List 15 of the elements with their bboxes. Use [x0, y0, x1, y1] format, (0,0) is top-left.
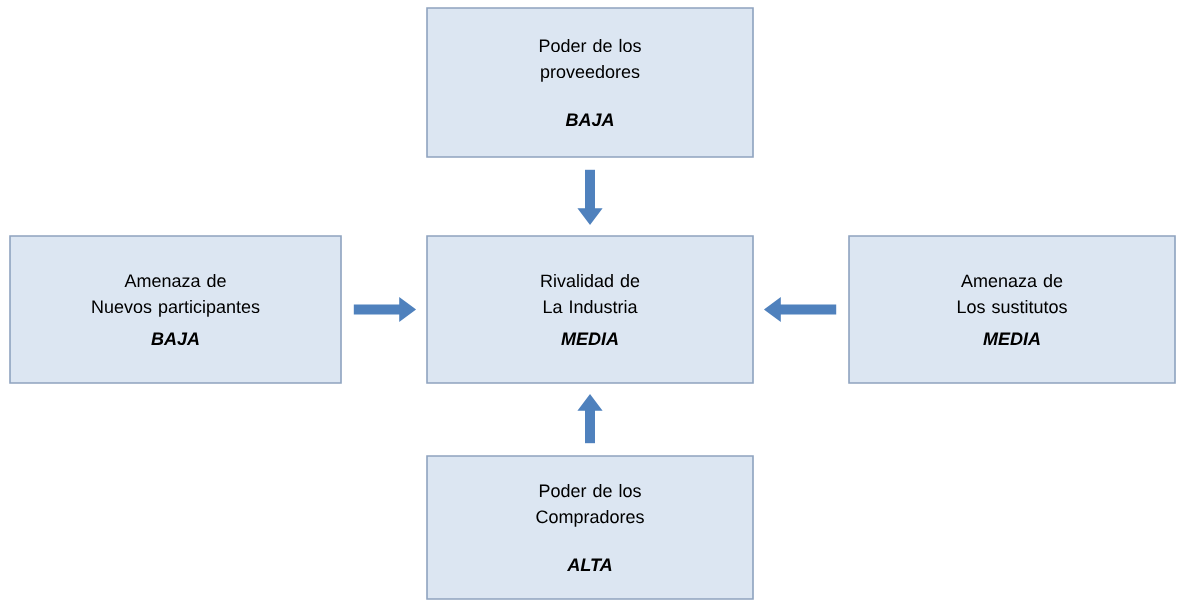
factor-box [848, 235, 1176, 384]
box-heading: Rivalidad de La Industria [541, 273, 640, 314]
rating-label: MEDIA [983, 332, 1040, 345]
rating-label: BAJA [565, 113, 614, 127]
rating-label: ALTA [566, 558, 612, 571]
factor-box [426, 7, 754, 158]
factor-box [9, 235, 342, 384]
factor-box [426, 235, 754, 384]
box-heading: Poder de los proveedores [539, 38, 641, 82]
box-heading: Amenaza de Los sustitutos [957, 273, 1067, 314]
box-heading: Amenaza de Nuevos participantes [92, 273, 260, 317]
rating-label: MEDIA [561, 332, 618, 345]
box-heading: Poder de los Compradores [536, 483, 644, 527]
rating-label: BAJA [151, 332, 199, 346]
factor-box [426, 455, 754, 600]
